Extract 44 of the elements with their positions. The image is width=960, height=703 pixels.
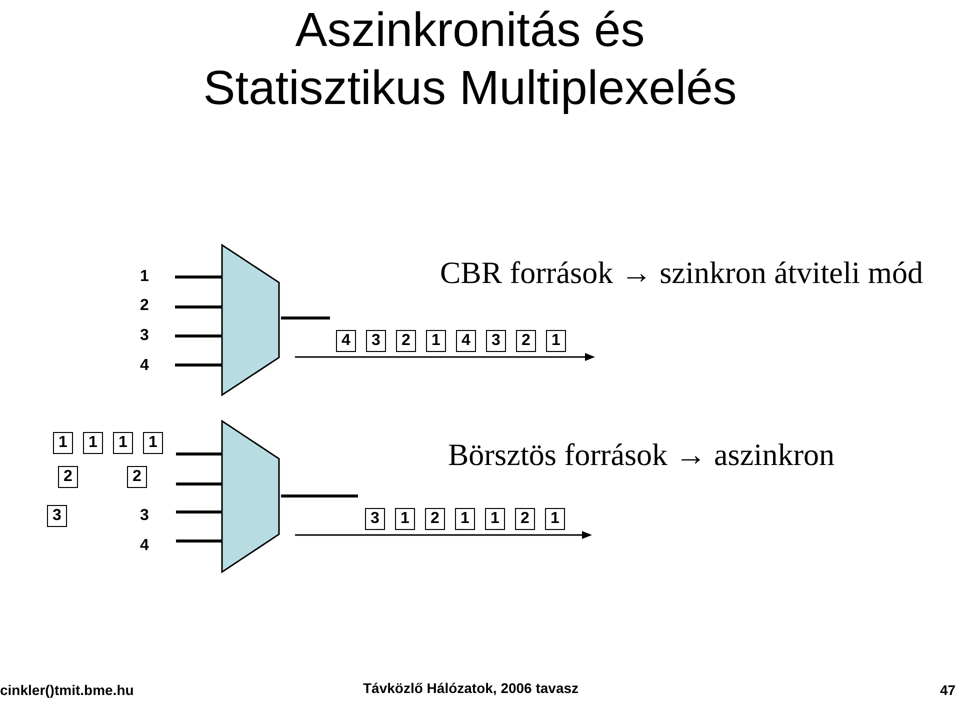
signal-line: [281, 494, 358, 498]
packet-box: 1: [113, 432, 133, 454]
packet-box: 3: [47, 505, 67, 527]
footer-text: cinkler()tmit.bme.hu: [0, 682, 134, 698]
packet-box: 3: [486, 330, 506, 352]
packet-box: 1: [143, 432, 163, 454]
packet-box: 3: [365, 508, 385, 530]
line-number: 3: [140, 327, 149, 345]
packet-box: 4: [336, 330, 356, 352]
packet-box: 1: [485, 508, 505, 530]
footer-text: Távközlő Hálózatok, 2006 tavasz: [363, 680, 579, 696]
packet-box: 1: [455, 508, 475, 530]
line-number: 2: [140, 297, 149, 315]
slide-text: CBR források → szinkron átviteli mód: [440, 255, 924, 291]
packet-box: 2: [396, 330, 416, 352]
line-number: 3: [140, 507, 149, 525]
packet-box: 2: [425, 508, 445, 530]
signal-line: [175, 306, 222, 308]
signal-line: [176, 540, 222, 542]
packet-box: 1: [83, 432, 103, 454]
signal-line: [281, 316, 330, 320]
line-number: 4: [140, 537, 149, 555]
signal-line: [175, 334, 222, 338]
signal-line: [176, 510, 222, 514]
signal-line: [176, 482, 222, 486]
packet-box: 1: [545, 508, 565, 530]
packet-box: 4: [456, 330, 476, 352]
slide-text: Börsztös források → aszinkron: [448, 437, 835, 473]
packet-box: 1: [53, 432, 73, 454]
packet-box: 2: [515, 508, 535, 530]
line-number: 4: [140, 357, 149, 375]
signal-line: [175, 276, 222, 278]
packet-box: 1: [395, 508, 415, 530]
packet-box: 2: [516, 330, 536, 352]
page-number: 47: [940, 682, 956, 698]
line-number: 1: [140, 268, 149, 286]
packet-box: 3: [366, 330, 386, 352]
packet-box: 1: [426, 330, 446, 352]
signal-line: [176, 452, 222, 456]
slide-title: Aszinkronitás és Statisztikus Multiplexelés: [202, 3, 738, 117]
packet-box: 1: [546, 330, 566, 352]
packet-box: 2: [127, 466, 147, 488]
packet-box: 2: [58, 466, 78, 488]
signal-line: [175, 364, 222, 366]
